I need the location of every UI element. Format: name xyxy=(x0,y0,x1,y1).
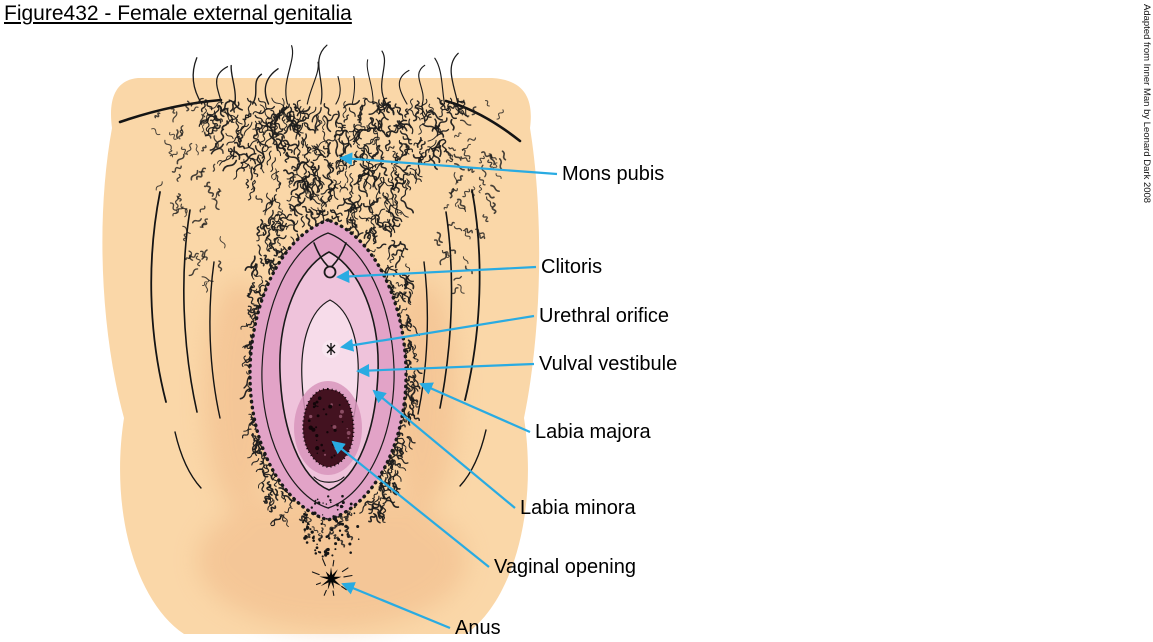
vaginal-opening-texture xyxy=(307,396,351,459)
attribution-text: Adapted from Inner Man by Leonard Dark 2… xyxy=(1141,4,1152,204)
label-vulval-vestibule: Vulval vestibule xyxy=(539,353,678,375)
arrow-vulval-vestibule xyxy=(356,362,535,378)
skin-crease-lines xyxy=(118,98,522,489)
anus-shape xyxy=(311,558,353,596)
pubic-hair xyxy=(151,44,507,548)
arrow-clitoris xyxy=(336,265,537,284)
label-vaginal-opening: Vaginal opening xyxy=(494,556,636,578)
fourchette-line xyxy=(313,476,345,483)
perineum-stipple xyxy=(302,494,360,558)
figure-title: Figure432 - Female external genitalia xyxy=(4,2,352,25)
arrow-mons-pubis xyxy=(339,152,558,176)
urethral-orifice-shape xyxy=(322,340,340,358)
arrow-vaginal-opening xyxy=(331,440,490,568)
label-clitoris: Clitoris xyxy=(541,256,603,278)
arrow-labia-majora xyxy=(419,382,531,434)
arrow-urethral-orifice xyxy=(340,314,535,352)
arrow-anus xyxy=(341,582,451,630)
annotation-arrows xyxy=(331,152,558,630)
label-labia-minora: Labia minora xyxy=(520,497,636,519)
label-mons-pubis: Mons pubis xyxy=(562,163,665,185)
vulva-group xyxy=(248,218,408,522)
label-urethral-orifice: Urethral orifice xyxy=(539,305,670,327)
label-labia-majora: Labia majora xyxy=(535,421,651,443)
label-anus: Anus xyxy=(455,617,501,639)
clitoris-shape xyxy=(323,265,337,279)
arrow-labia-minora xyxy=(372,389,516,509)
